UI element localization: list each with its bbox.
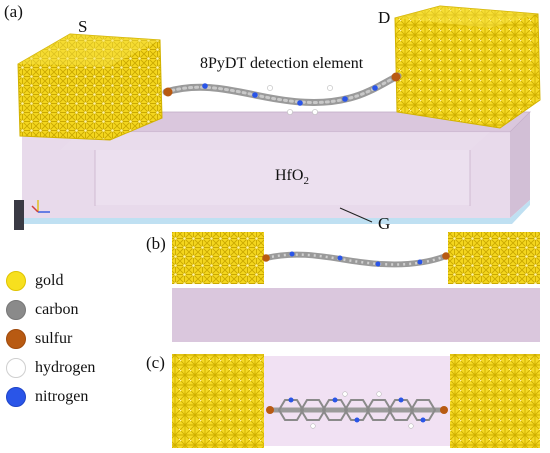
drain-electrode [394, 5, 541, 129]
gate-pointer [339, 207, 373, 223]
hydrogen-atom-icon [6, 357, 26, 378]
molecule-c [266, 391, 448, 429]
oxide-layer-b [172, 288, 540, 342]
legend-label: gold [35, 271, 64, 289]
panel-a-device [14, 5, 541, 230]
carbon-atom-icon [6, 299, 26, 320]
source-label: S [78, 17, 88, 36]
legend-label: nitrogen [35, 387, 89, 405]
oxide-formula: HfO [275, 167, 304, 184]
source-electrode-c [172, 354, 264, 448]
molecule-a [162, 72, 402, 115]
atom-legend: gold carbon sulfur hydrogen nitrogen [6, 268, 95, 413]
gate-layer [20, 200, 530, 224]
source-electrode [17, 33, 163, 141]
nitrogen-atom-icon [6, 386, 26, 407]
legend-item-hydrogen: hydrogen [6, 355, 95, 380]
legend-item-gold: gold [6, 268, 95, 293]
trench [60, 132, 490, 150]
source-electrode-b [172, 232, 264, 284]
legend-item-carbon: carbon [6, 297, 95, 322]
drain-electrode-b [448, 232, 540, 284]
panel-b-sideview [172, 232, 540, 342]
panel-c-topview [172, 354, 540, 448]
gate-label: G [378, 214, 391, 233]
legend-label: hydrogen [35, 358, 96, 376]
detection-element-label: 8PyDT detection element [200, 55, 364, 72]
drain-electrode-c [450, 354, 540, 448]
legend-item-sulfur: sulfur [6, 326, 95, 351]
panel-label-c: (c) [146, 353, 165, 372]
oxide-subscript: 2 [303, 175, 309, 188]
oxide-label: HfO2 [275, 167, 309, 187]
legend-label: carbon [35, 300, 79, 318]
sulfur-atom-icon [6, 328, 26, 349]
legend-label: sulfur [35, 329, 73, 347]
panel-label-a: (a) [4, 2, 23, 21]
legend-item-nitrogen: nitrogen [6, 384, 95, 409]
gold-atom-icon [6, 270, 26, 291]
drain-label: D [378, 8, 391, 27]
panel-label-b: (b) [146, 234, 166, 253]
molecule-b [262, 251, 450, 268]
